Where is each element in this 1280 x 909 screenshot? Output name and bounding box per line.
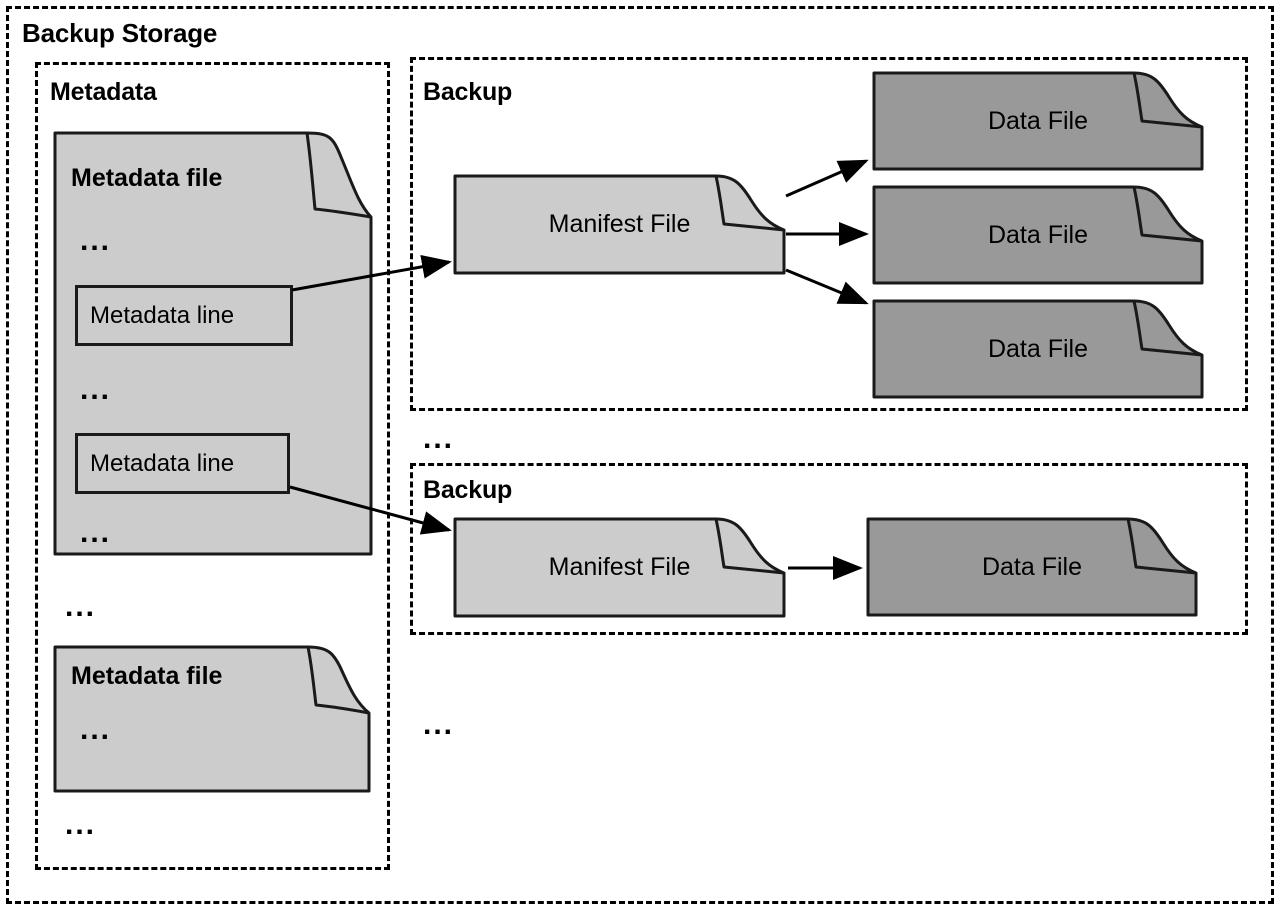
metadata-file-small-ellipsis: ... bbox=[80, 713, 112, 746]
data-file-1-2[interactable]: Data File bbox=[872, 185, 1204, 285]
metadata-file-ellipsis-top: ... bbox=[80, 224, 112, 257]
metadata-file-ellipsis-bottom: ... bbox=[80, 516, 112, 549]
metadata-section-title: Metadata bbox=[50, 78, 157, 106]
metadata-ellipsis-between-files: ... bbox=[65, 590, 97, 623]
backup-2-title: Backup bbox=[423, 476, 513, 504]
data-file-1-1[interactable]: Data File bbox=[872, 71, 1204, 171]
backup-ellipsis-between: ... bbox=[423, 422, 455, 455]
backup-storage-container bbox=[6, 6, 1274, 904]
backup-container-1 bbox=[410, 57, 1248, 411]
metadata-container bbox=[35, 62, 390, 870]
metadata-line-2-label: Metadata line bbox=[90, 449, 235, 477]
backup-1-title: Backup bbox=[423, 78, 513, 106]
data-file-2-1[interactable]: Data File bbox=[866, 517, 1198, 617]
metadata-line-2[interactable]: Metadata line bbox=[75, 433, 290, 494]
data-file-1-3[interactable]: Data File bbox=[872, 299, 1204, 399]
manifest-file-1[interactable]: Manifest File bbox=[453, 174, 786, 275]
metadata-ellipsis-after-files: ... bbox=[65, 808, 97, 841]
metadata-line-1-label: Metadata line bbox=[90, 301, 235, 329]
metadata-line-1[interactable]: Metadata line bbox=[75, 285, 293, 346]
metadata-file-ellipsis-middle: ... bbox=[80, 373, 112, 406]
backup-storage-title: Backup Storage bbox=[22, 18, 218, 48]
backup-ellipsis-after: ... bbox=[423, 708, 455, 741]
manifest-file-2[interactable]: Manifest File bbox=[453, 517, 786, 618]
backup-container-2 bbox=[410, 463, 1248, 635]
